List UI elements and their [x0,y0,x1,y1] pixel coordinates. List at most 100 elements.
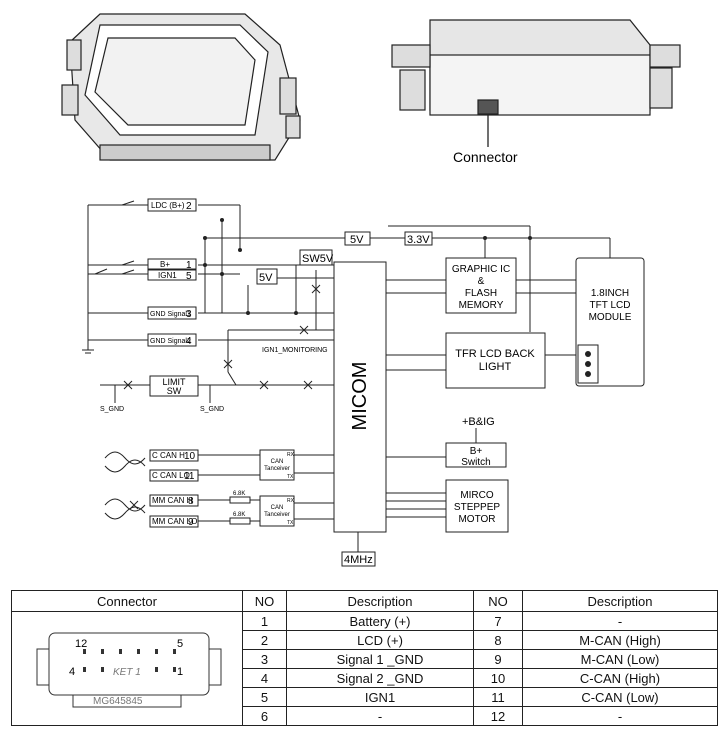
row-3-desc: Signal 1 _GND [286,649,474,669]
5v-left-label: 5V [259,272,273,284]
header-no-1: NO [242,590,287,612]
pin-3-label: GND Signal1 [150,311,191,318]
connector-drawing-cell: 12 5 4 1 KET 1 MG645845 [11,611,243,726]
pin-4-no: 4 [186,336,192,347]
row-5-no2: 11 [473,687,523,707]
tx-label-m: TX [287,520,294,526]
row-5-desc2: C-CAN (Low) [522,687,718,707]
can-transceiver-c [259,449,295,481]
svg-text:1.8INCH: 1.8INCH [591,288,629,299]
cluster-wiring-diagram: Connector [61,13,681,567]
tft-module-label: 1.8INCH TFT LCD MODULE [589,288,632,323]
row-4-no2: 10 [473,668,523,688]
table-row: 2 LCD (+) 8 M-CAN (High) [12,630,718,650]
svg-text:CAN: CAN [271,459,284,465]
stepper-motor-block [445,479,509,533]
crystal-label: 4MHz [344,554,373,566]
junction-dots [203,218,532,315]
pin-5-label: IGN1 [158,271,177,280]
header-description-2: Description [522,590,718,612]
graphic-ic-label: GRAPHIC IC & FLASH MEMORY [452,264,510,311]
header-description-1: Description [286,590,474,612]
pin-11-no: 11 [184,471,195,482]
connector-pins: LDC (B+) 2 B+ 1 IGN1 5 GND Signal1 3 GND… [147,198,199,528]
row-4-no: 4 [242,668,287,688]
row-1-desc: Battery (+) [286,611,474,631]
resistor-2-label: 6.8K [233,512,245,518]
micom-label: MICOM [349,362,371,431]
row-1-desc2: - [522,611,718,631]
svg-text:LIGHT: LIGHT [479,361,512,373]
pin-description-table: Connector NO Description NO Description [11,590,718,726]
limit-sw-block [149,375,199,397]
row-3-desc2: M-CAN (Low) [522,649,718,669]
pin-4-label: GND Signal2 [150,338,191,345]
can-transceiver-c-label: CAN Tanceiver [264,459,290,472]
pin-4-label: 4 [69,666,75,678]
row-2-no2: 8 [473,630,523,650]
limit-sw-label: LIMIT SW [162,377,186,396]
rx-label-m: RX [287,498,295,504]
3v3-label: 3.3V [407,234,430,246]
cluster-rear-illustration [391,19,681,147]
cluster-front-illustration [61,13,301,161]
cross-marks [123,284,321,510]
resistor-2 [229,517,251,525]
connector-drawing: 12 5 4 1 KET 1 MG645845 [36,632,222,708]
table-row: 4 Signal 2 _GND 10 C-CAN (High) [12,668,718,688]
svg-text:MODULE: MODULE [589,312,632,323]
5v-top-box [344,231,371,246]
schematic-wiring [82,204,611,552]
bandig-label: +B&IG [462,416,495,428]
ign1-monitoring-label: IGN1_MONITORING [262,347,328,354]
pin-5-label: 5 [177,638,183,650]
pin-1-label: 1 [177,666,183,678]
pin-10-no: 10 [184,451,196,462]
header-no-2: NO [473,590,523,612]
backlight-block [445,332,546,389]
svg-text:GRAPHIC IC: GRAPHIC IC [452,264,510,275]
connector-key-label: KET 1 [113,667,141,678]
crystal-block [341,551,376,567]
pin-9-no: 9 [188,517,194,528]
connector-callout: Connector [453,149,518,165]
row-6-desc2: - [522,706,718,726]
row-1-no: 1 [242,611,287,631]
svg-text:FLASH: FLASH [465,288,497,299]
pin-12-label: 12 [75,638,87,650]
5v-left-box [256,268,278,285]
svg-text:MIRCO: MIRCO [460,490,494,501]
svg-text:B+: B+ [470,446,483,457]
table-row: 5 IGN1 11 C-CAN (Low) [12,687,718,707]
bplus-switch-label: B+ Switch [461,446,490,468]
graphic-ic-block [445,257,517,314]
svg-text:TFR LCD BACK: TFR LCD BACK [455,348,535,360]
row-1-no2: 7 [473,611,523,631]
row-3-no: 3 [242,649,287,669]
can-transceiver-m [259,495,295,527]
pin-1-label: B+ [160,260,170,269]
row-2-desc2: M-CAN (High) [522,630,718,650]
stepper-motor-label: MIRCO STEPPEP MOTOR [454,490,500,525]
svg-text:&: & [478,276,485,287]
svg-text:Switch: Switch [461,457,490,468]
svg-text:STEPPEP: STEPPEP [454,502,500,513]
table-row: 6 - 12 - [12,706,718,726]
tx-label-c: TX [287,474,294,480]
header-connector: Connector [11,590,243,612]
can-transceiver-m-label: CAN Tanceiver [264,505,290,518]
table-row: 3 Signal 1 _GND 9 M-CAN (Low) [12,649,718,669]
pin-1-no: 1 [186,260,192,271]
row-3-no2: 9 [473,649,523,669]
pin-2-label: LDC (B+) [151,201,185,210]
3v3-box [404,231,433,246]
switch-symbols [94,200,135,275]
micom-block [333,261,387,533]
svg-text:Tanceiver: Tanceiver [264,512,290,518]
row-2-no: 2 [242,630,287,650]
row-6-no2: 12 [473,706,523,726]
svg-text:TFT LCD: TFT LCD [590,300,631,311]
backlight-label: TFR LCD BACK LIGHT [455,348,535,373]
pin-11-label: C CAN LO [152,471,190,480]
pin-9-label: MM CAN LO [152,517,197,526]
